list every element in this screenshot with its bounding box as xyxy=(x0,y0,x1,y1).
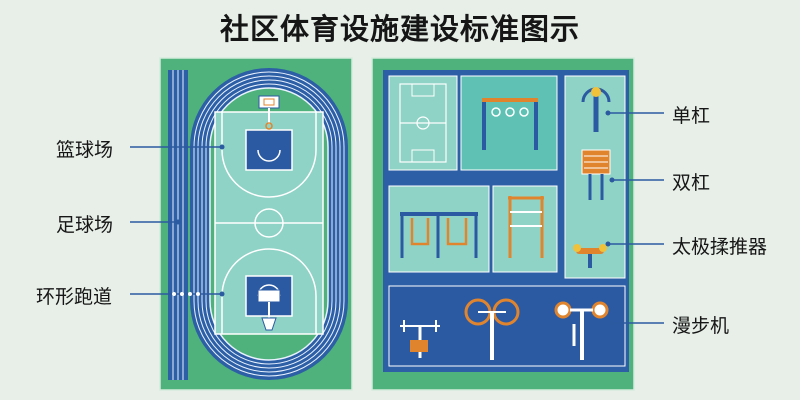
straight-track-lanes xyxy=(168,70,188,380)
mini-court xyxy=(399,83,447,163)
wheel-walker-equipment xyxy=(464,298,520,360)
ladder-frame xyxy=(508,196,544,258)
fitness-area-panel xyxy=(371,57,635,391)
label-walker: 漫步机 xyxy=(672,315,730,337)
label-basketball-court: 篮球场 xyxy=(56,139,114,161)
walker-equipment xyxy=(554,301,609,360)
seat-press-equipment xyxy=(400,320,440,358)
label-parallel-bars: 双杠 xyxy=(672,172,711,194)
bottom-basketball-hoop xyxy=(257,289,281,331)
label-football-field: 足球场 xyxy=(56,214,114,236)
label-running-track: 环形跑道 xyxy=(36,286,113,308)
ring-frame-equipment xyxy=(482,98,538,150)
sports-field-panel xyxy=(159,57,353,391)
swing-set xyxy=(400,212,478,258)
left-callouts xyxy=(130,144,225,297)
tai-chi-pusher-equipment xyxy=(573,244,607,268)
parallel-bars-equipment xyxy=(581,149,611,200)
top-basketball-hoop xyxy=(258,95,280,130)
label-tai-chi-pusher: 太极揉推器 xyxy=(672,236,768,258)
label-single-bar: 单杠 xyxy=(672,105,711,127)
right-callouts xyxy=(605,110,664,326)
page-title: 社区体育设施建设标准图示 xyxy=(219,12,580,46)
single-bar-equipment xyxy=(581,87,611,132)
